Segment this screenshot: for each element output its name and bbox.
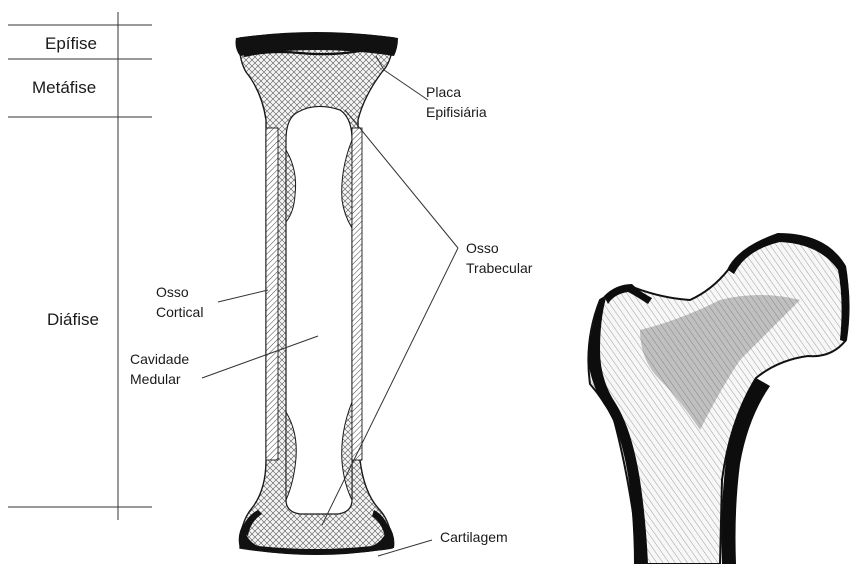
- label-trabecular-line2: Trabecular: [466, 260, 533, 276]
- cortical-wall-left: [266, 128, 278, 460]
- label-cavidade-line2: Medular: [130, 371, 181, 387]
- label-trabecular-line1: Osso: [466, 240, 499, 256]
- leader-placa: [384, 70, 428, 100]
- label-placa-line2: Epifisiária: [426, 104, 487, 120]
- femur-section-photo: [588, 234, 849, 564]
- bone-schematic: [236, 32, 399, 555]
- label-placa-line1: Placa: [426, 84, 461, 100]
- cortical-wall-right: [352, 128, 362, 460]
- label-cortical-line2: Cortical: [156, 304, 203, 320]
- zone-label-diafise: Diáfise: [47, 310, 99, 329]
- zone-label-metafise: Metáfise: [32, 78, 96, 97]
- zone-scale: Epífise Metáfise Diáfise: [8, 12, 152, 520]
- label-cortical-line1: Osso: [156, 284, 189, 300]
- femur-section-interior: [588, 234, 848, 564]
- label-cavidade-line1: Cavidade: [130, 351, 189, 367]
- leader-cortical: [218, 290, 268, 302]
- zone-label-epifise: Epífise: [45, 34, 97, 53]
- label-cartilagem: Cartilagem: [440, 529, 508, 545]
